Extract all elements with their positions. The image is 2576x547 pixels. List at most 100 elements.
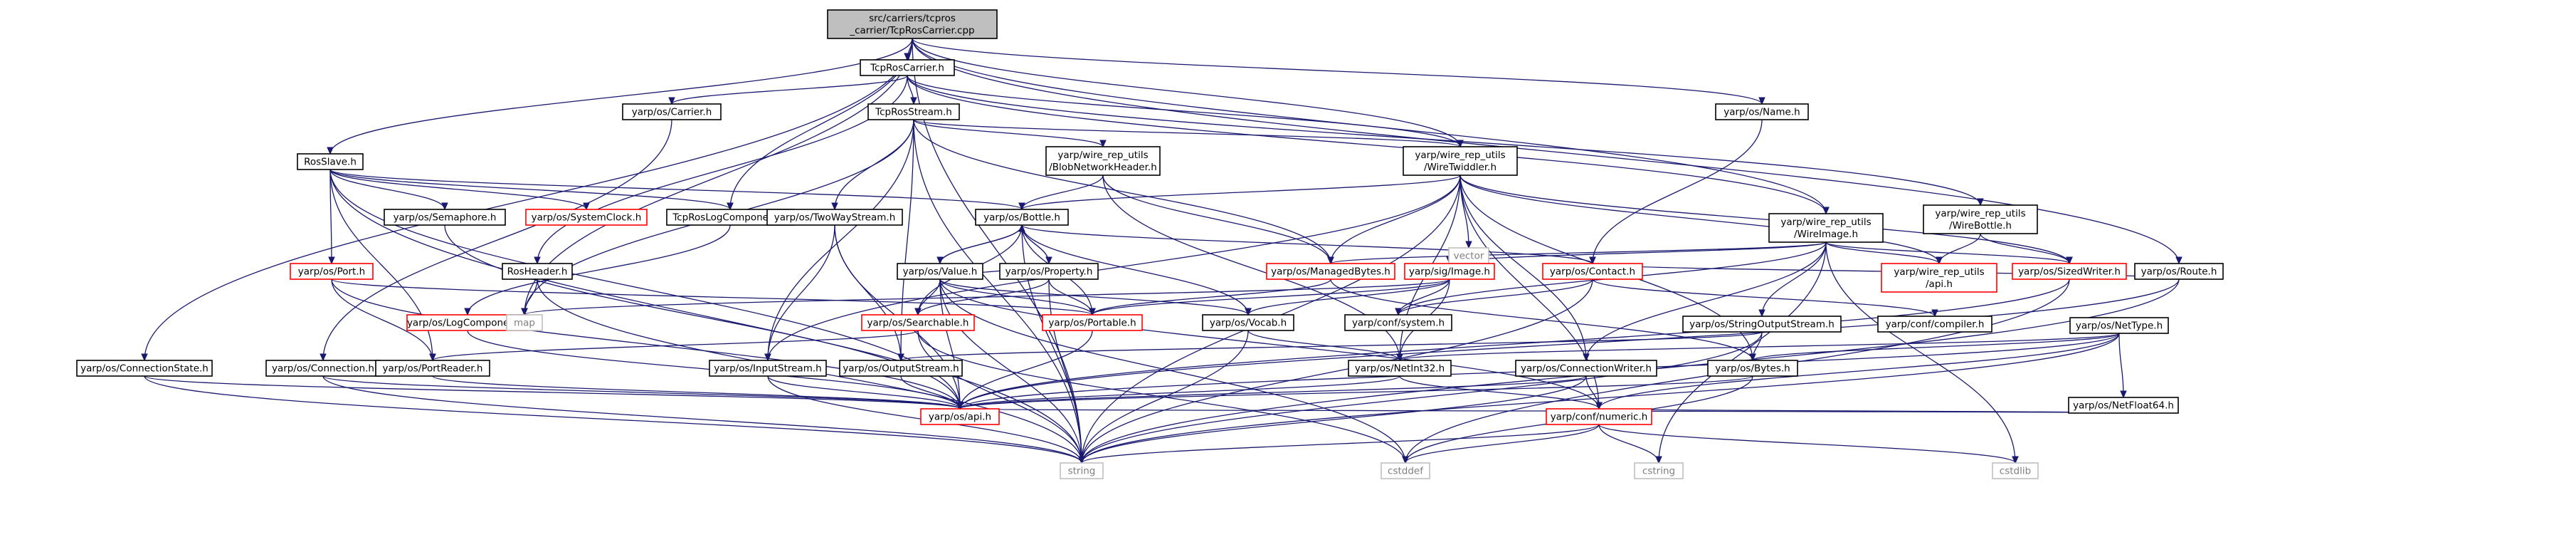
node-numeric-h[interactable]: yarp/conf/numeric.h <box>1546 408 1652 425</box>
node-outputstream-h[interactable]: yarp/os/OutputStream.h <box>839 360 963 377</box>
edge-root-to-name_h <box>912 38 1765 105</box>
node-rosheader-h[interactable]: RosHeader.h <box>502 263 573 280</box>
edge-root-to-twiddler_h <box>912 38 1464 148</box>
node-label: yarp/os/Portable.h <box>1048 318 1136 329</box>
node-wirebottle-h[interactable]: yarp/wire_rep_utils/WireBottle.h <box>1923 204 2038 234</box>
node-tcpcarrier-h[interactable]: TcpRosCarrier.h <box>860 59 955 76</box>
edge-root-to-route_h <box>912 38 2182 265</box>
node-wireapi-h[interactable]: yarp/wire_rep_utils/api.h <box>1881 263 1997 293</box>
edge-stringout_h-to-outputstream_h <box>897 331 1763 362</box>
node-name-h[interactable]: yarp/os/Name.h <box>1715 103 1809 120</box>
node-compiler-h[interactable]: yarp/conf/compiler.h <box>1877 316 1992 333</box>
edge-image_h-to-portable_h <box>1089 278 1450 316</box>
node-searchable-h[interactable]: yarp/os/Searchable.h <box>861 314 975 331</box>
edge-numeric_h-to-string <box>1078 424 1600 464</box>
node-tcpstream-h[interactable]: TcpRosStream.h <box>867 103 960 120</box>
node-carrier-h[interactable]: yarp/os/Carrier.h <box>622 103 722 120</box>
node-label: yarp/os/Value.h <box>903 266 978 278</box>
edge-root-to-rosslave_h <box>327 38 913 155</box>
node-label: yarp/wire_rep_utils <box>1057 150 1148 161</box>
edge-name_h-to-contact_h <box>1589 119 1763 265</box>
node-connection-h[interactable]: yarp/os/Connection.h <box>265 360 381 377</box>
edge-searchable_h-to-portreader_h <box>429 330 919 362</box>
node-label: yarp/os/OutputStream.h <box>843 363 959 375</box>
edge-wirebottle_h-to-sizedwriter_h <box>1980 233 2073 265</box>
node-value-h[interactable]: yarp/os/Value.h <box>897 263 983 280</box>
node-connwriter-h[interactable]: yarp/os/ConnectionWriter.h <box>1515 360 1657 377</box>
node-portable-h[interactable]: yarp/os/Portable.h <box>1042 314 1143 331</box>
node-rosslave-h[interactable]: RosSlave.h <box>297 153 364 170</box>
edge-tcpstream_h-to-managedbytes_h <box>913 119 1334 265</box>
node-bottle-h[interactable]: yarp/os/Bottle.h <box>975 209 1069 226</box>
node-label: yarp/os/Contact.h <box>1550 266 1635 278</box>
node-sizedwriter-h[interactable]: yarp/os/SizedWriter.h <box>2012 263 2127 280</box>
edge-connstate_h-to-api_h <box>144 375 964 410</box>
edge-netint32_h-to-api_h <box>956 375 1400 410</box>
node-contact-h[interactable]: yarp/os/Contact.h <box>1542 263 1643 280</box>
node-route-h[interactable]: yarp/os/Route.h <box>2134 263 2224 280</box>
node-label: RosSlave.h <box>304 157 357 168</box>
edge-nettype_h-to-bytes_h <box>1749 333 2120 362</box>
node-label: yarp/os/Searchable.h <box>867 318 969 329</box>
node-label: vector <box>1454 251 1484 262</box>
node-label: yarp/conf/numeric.h <box>1551 412 1648 423</box>
node-label: yarp/os/NetType.h <box>2076 321 2163 332</box>
node-label: yarp/conf/compiler.h <box>1886 319 1985 330</box>
node-logcomponent-h[interactable]: yarp/os/LogComponent.h <box>406 314 529 331</box>
edge-nettype_h-to-netfloat64_h <box>2118 333 2127 399</box>
node-image-h[interactable]: yarp/sig/Image.h <box>1404 263 1495 280</box>
node-label: yarp/os/StringOutputStream.h <box>1689 319 1835 330</box>
node-label: yarp/os/Route.h <box>2141 266 2217 278</box>
edge-rosslave_h-to-semaphore_h <box>329 169 448 211</box>
node-label: TcpRosCarrier.h <box>870 63 944 74</box>
node-managedbytes-h[interactable]: yarp/os/ManagedBytes.h <box>1266 263 1395 280</box>
edge-nettype_h-to-netint32_h <box>1396 333 2120 362</box>
edge-rosslave_h-to-tcproslog_h <box>329 169 734 211</box>
node-label: yarp/os/Carrier.h <box>632 107 712 118</box>
node-label: RosHeader.h <box>507 266 568 278</box>
node-label: yarp/sig/Image.h <box>1409 266 1490 278</box>
node-root[interactable]: src/carriers/tcpros_carrier/TcpRosCarrie… <box>827 9 998 39</box>
node-bytes-h[interactable]: yarp/os/Bytes.h <box>1707 360 1798 377</box>
node-api-h[interactable]: yarp/os/api.h <box>920 408 1000 425</box>
node-inputstream-h[interactable]: yarp/os/InputStream.h <box>709 360 827 377</box>
node-portreader-h[interactable]: yarp/os/PortReader.h <box>375 360 490 377</box>
node-twiddler-h[interactable]: yarp/wire_rep_utils/WireTwiddler.h <box>1403 146 1518 176</box>
node-netfloat64-h[interactable]: yarp/os/NetFloat64.h <box>2068 397 2179 414</box>
node-port-h[interactable]: yarp/os/Port.h <box>290 263 374 280</box>
node-connstate-h[interactable]: yarp/os/ConnectionState.h <box>76 360 213 377</box>
node-label: cstring <box>1642 466 1675 477</box>
node-system-h[interactable]: yarp/conf/system.h <box>1344 314 1452 331</box>
node-label: src/carriers/tcpros <box>869 13 956 24</box>
edge-wireimage_h-to-managedbytes_h <box>1327 241 1827 265</box>
node-string: string <box>1060 462 1104 479</box>
node-nettype-h[interactable]: yarp/os/NetType.h <box>2069 317 2169 334</box>
node-systemclock-h[interactable]: yarp/os/SystemClock.h <box>525 209 648 226</box>
edge-wireimage_h-to-connwriter_h <box>1583 241 1827 362</box>
node-cstring: cstring <box>1634 462 1684 479</box>
node-property-h[interactable]: yarp/os/Property.h <box>999 263 1099 280</box>
node-cstdlib: cstdlib <box>1992 462 2039 479</box>
edge-image_h-to-map <box>521 278 1450 316</box>
node-twoway-h[interactable]: yarp/os/TwoWayStream.h <box>766 209 903 226</box>
node-label: yarp/conf/system.h <box>1352 318 1445 329</box>
node-label: map <box>514 318 535 329</box>
node-semaphore-h[interactable]: yarp/os/Semaphore.h <box>384 209 506 226</box>
node-label: yarp/os/NetFloat64.h <box>2073 400 2174 412</box>
node-label: yarp/os/Semaphore.h <box>394 212 497 224</box>
edge-property_h-to-bottle_h <box>1018 224 1050 264</box>
edge-stringout_h-to-string <box>1078 331 1763 464</box>
node-vocab-h[interactable]: yarp/os/Vocab.h <box>1202 314 1294 331</box>
node-wireimage-h[interactable]: yarp/wire_rep_utils/WireImage.h <box>1768 213 1884 243</box>
node-label: yarp/os/Bottle.h <box>983 212 1060 224</box>
node-blobnet-h[interactable]: yarp/wire_rep_utils/BlobNetworkHeader.h <box>1045 146 1161 176</box>
node-label: string <box>1068 466 1096 477</box>
edge-wireimage_h-to-stringout_h <box>1758 241 1827 318</box>
node-label: yarp/os/SizedWriter.h <box>2018 266 2121 278</box>
node-label: yarp/wire_rep_utils <box>1415 150 1505 161</box>
node-netint32-h[interactable]: yarp/os/NetInt32.h <box>1348 360 1452 377</box>
edge-tcproslog_h-to-logcomponent_h <box>464 224 731 316</box>
node-stringout-h[interactable]: yarp/os/StringOutputStream.h <box>1682 316 1842 333</box>
edge-numeric_h-to-cstddef <box>1402 424 1600 464</box>
node-label: yarp/os/SystemClock.h <box>532 212 642 224</box>
